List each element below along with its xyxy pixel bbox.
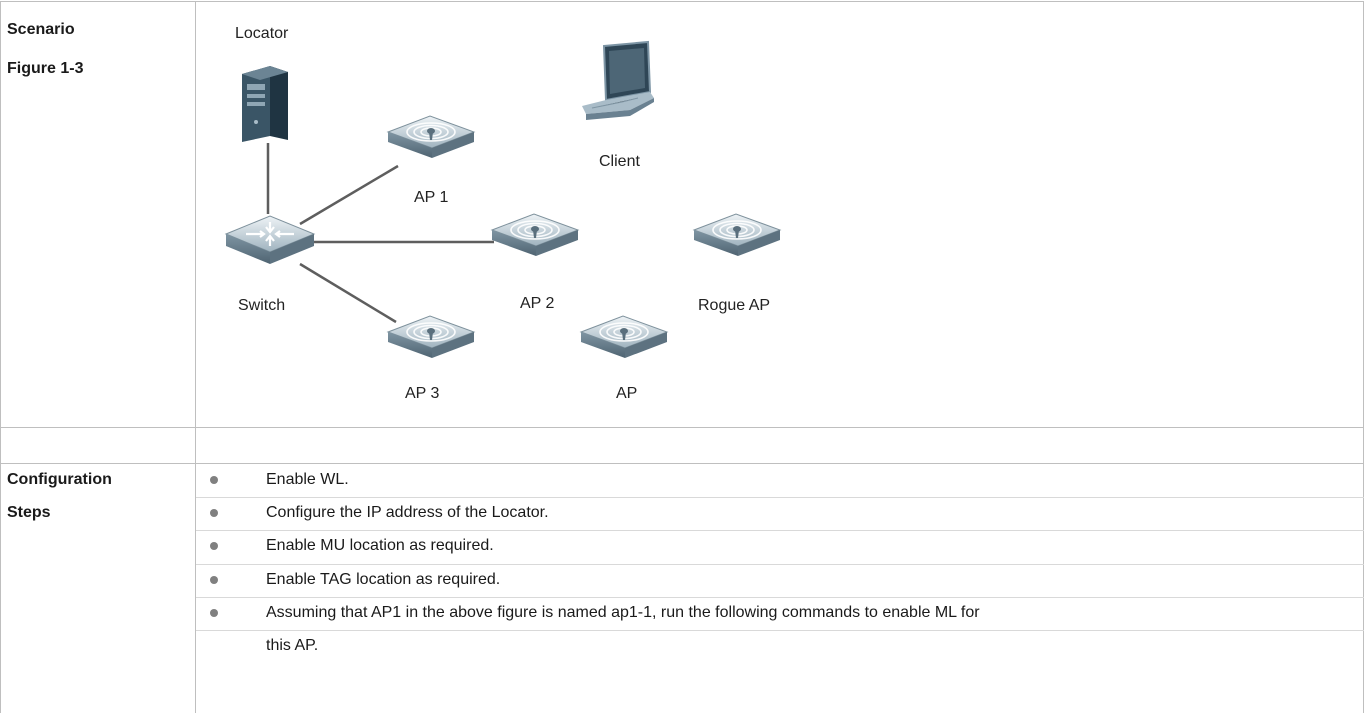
ap3-label: AP 3 [405, 385, 440, 402]
access-point-icon [693, 213, 781, 257]
rogue-ap-label: Rogue AP [698, 297, 771, 314]
bullet-icon [210, 509, 218, 517]
bullet-icon [210, 576, 218, 584]
link-switch-ap3 [299, 262, 397, 324]
ap1-label: AP 1 [414, 189, 449, 206]
list-item: Enable WL. [196, 464, 1364, 497]
laptop-icon [582, 40, 654, 120]
access-point-icon [387, 115, 475, 159]
link-switch-ap1 [299, 164, 399, 226]
ap-label: AP [616, 385, 638, 402]
network-diagram: Locator Client AP 1 Switch AP 2 Rogue AP… [196, 2, 1362, 426]
table-top-border [0, 1, 1364, 2]
list-item: Enable TAG location as required. [196, 564, 1364, 597]
table-row-divider [0, 463, 1364, 464]
list-item: Enable MU location as required. [196, 530, 1364, 563]
access-point-icon [580, 315, 668, 359]
list-item: Assuming that AP1 in the above figure is… [196, 597, 1364, 630]
row-divider [196, 564, 1364, 565]
list-item: this AP. [196, 630, 1364, 663]
table-row-divider [0, 427, 1364, 428]
figure-label: Figure 1-3 [7, 60, 84, 77]
switch-icon [224, 215, 316, 264]
client-label: Client [599, 153, 640, 170]
configuration-label: Configuration [7, 471, 112, 488]
step-text: Configure the IP address of the Locator. [266, 504, 549, 521]
switch-label: Switch [238, 297, 286, 314]
locator-label: Locator [235, 25, 289, 42]
scenario-label: Scenario [7, 21, 75, 38]
ap2-label: AP 2 [520, 295, 555, 312]
bullet-icon [210, 542, 218, 550]
step-text: Assuming that AP1 in the above figure is… [266, 604, 980, 621]
diagram-links [266, 143, 494, 324]
bullet-icon [210, 476, 218, 484]
row-divider [196, 497, 1364, 498]
access-point-icon [387, 315, 475, 359]
table-left-border [0, 1, 1, 713]
step-text: Enable TAG location as required. [266, 571, 501, 588]
table-column-divider [195, 1, 196, 713]
steps-label: Steps [7, 504, 51, 521]
server-icon [242, 66, 288, 142]
row-divider [196, 530, 1364, 531]
row-divider [196, 597, 1364, 598]
step-text: Enable WL. [266, 471, 349, 488]
step-text: this AP. [266, 637, 319, 654]
row-divider [196, 630, 1364, 631]
list-item: Configure the IP address of the Locator. [196, 497, 1364, 530]
step-text: Enable MU location as required. [266, 537, 494, 554]
bullet-icon [210, 609, 218, 617]
access-point-icon [491, 213, 579, 257]
